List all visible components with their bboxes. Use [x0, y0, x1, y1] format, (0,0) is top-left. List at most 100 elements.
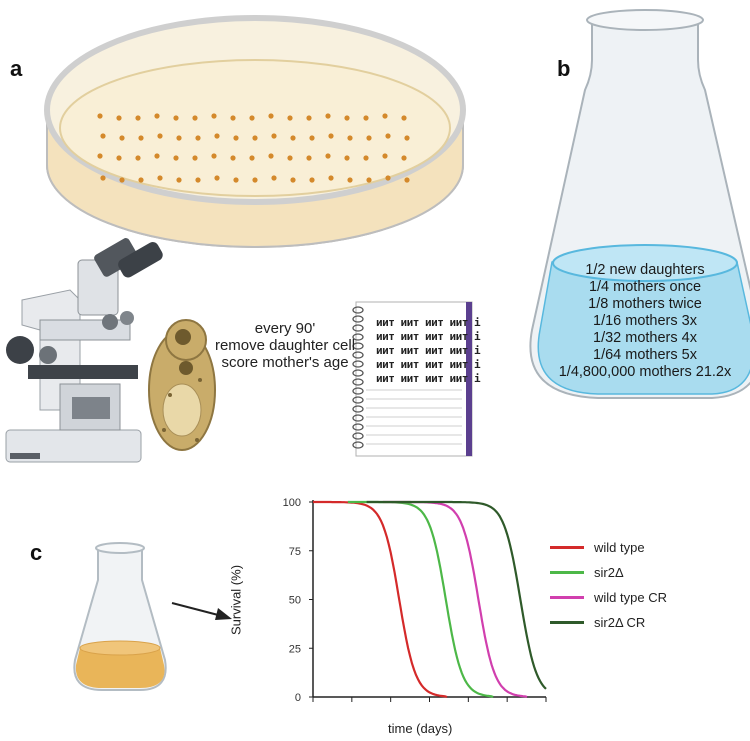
colony-dot [385, 133, 391, 139]
legend-item: wild type CR [550, 587, 667, 607]
colony-dot [363, 115, 369, 121]
colony-dot [347, 177, 353, 183]
colony-dot [233, 135, 239, 141]
fraction-line: 1/16 mothers 3x [593, 313, 697, 329]
colony-dot [119, 177, 125, 183]
y-tick-label: 75 [289, 546, 301, 558]
panel-c-label: c [30, 540, 43, 565]
legend-label: sir2Δ [594, 564, 624, 580]
tally-row: иит иит иит иит i [376, 330, 481, 343]
colony-dot [157, 133, 163, 139]
colony-dot [173, 115, 179, 121]
colony-dot [290, 135, 296, 141]
colony-dot [116, 115, 122, 121]
panel-b-label: b [557, 56, 571, 81]
colony-dot [325, 113, 331, 119]
colony-dot [138, 135, 144, 141]
flask-c-icon [73, 542, 167, 691]
colony-dot [233, 177, 239, 183]
legend-swatch [550, 570, 584, 574]
y-tick-label: 100 [283, 497, 301, 509]
colony-dot [100, 133, 106, 139]
colony-dot [366, 135, 372, 141]
colony-dot [366, 177, 372, 183]
procedure-line-3: score mother's age [221, 354, 349, 371]
colony-dot [328, 133, 334, 139]
colony-dot [382, 113, 388, 119]
colony-dot [287, 155, 293, 161]
colony-dot [252, 135, 258, 141]
colony-dot [290, 177, 296, 183]
colony-dot [192, 155, 198, 161]
legend-item: sir2Δ [550, 562, 624, 582]
colony-dot [268, 113, 274, 119]
colony-dot [268, 153, 274, 159]
legend-label: wild type CR [594, 589, 667, 605]
colony-dot [135, 115, 141, 121]
colony-dot [347, 135, 353, 141]
colony-dot [97, 113, 103, 119]
tally-row: иит иит иит иит i [376, 316, 481, 329]
colony-dot [309, 177, 315, 183]
colony-dot [119, 135, 125, 141]
colony-dot [328, 175, 334, 181]
fraction-line: 1/4 mothers once [588, 279, 702, 295]
colony-dot [249, 155, 255, 161]
colony-dot [404, 177, 410, 183]
legend-label: sir2Δ CR [594, 614, 646, 630]
petri-dish-icon [44, 15, 466, 248]
colony-dot [176, 177, 182, 183]
colony-dot [309, 135, 315, 141]
legend-swatch [550, 595, 584, 599]
colony-dot [306, 155, 312, 161]
microscope-icon [5, 238, 163, 463]
fraction-line: 1/8 mothers twice [588, 296, 702, 312]
x-axis-title: time (days) [388, 721, 453, 736]
colony-dot [230, 115, 236, 121]
colony-dot [344, 155, 350, 161]
colony-dot [382, 153, 388, 159]
colony-dot [100, 175, 106, 181]
colony-dot [401, 155, 407, 161]
procedure-line-2: remove daughter cell [214, 337, 356, 354]
fraction-line: 1/32 mothers 4x [593, 330, 697, 346]
y-axis-title: Survival (%) [228, 564, 244, 636]
panel-a-label: a [10, 56, 23, 81]
legend-label: wild type [594, 539, 645, 555]
legend-item: wild type [550, 537, 645, 557]
colony-dot [287, 115, 293, 121]
colony-dot [325, 153, 331, 159]
colony-dot [404, 135, 410, 141]
colony-dot [214, 175, 220, 181]
yeast-cell-icon [148, 319, 216, 451]
colony-dot [116, 155, 122, 161]
colony-dot [157, 175, 163, 181]
colony-dot [154, 153, 160, 159]
colony-dot [344, 115, 350, 121]
colony-dot [195, 177, 201, 183]
fraction-line: 1/64 mothers 5x [593, 347, 697, 363]
colony-dot [176, 135, 182, 141]
procedure-text: every 90' remove daughter cell score mot… [200, 320, 370, 371]
legend-swatch [550, 545, 584, 549]
colony-dot [230, 155, 236, 161]
fraction-line: 1/4,800,000 mothers 21.2x [558, 364, 732, 380]
series-line-1 [347, 500, 494, 699]
colony-dot [97, 153, 103, 159]
y-tick-label: 25 [289, 643, 301, 655]
colony-dot [154, 113, 160, 119]
colony-dot [306, 115, 312, 121]
colony-dot [173, 155, 179, 161]
colony-dot [385, 175, 391, 181]
notebook-icon [352, 301, 473, 457]
colony-dot [271, 175, 277, 181]
flask-b-icon [529, 9, 750, 399]
series-line-0 [313, 500, 448, 699]
colony-dot [271, 133, 277, 139]
colony-dot [192, 115, 198, 121]
arrow-icon [171, 602, 232, 620]
colony-dot [252, 177, 258, 183]
colony-dot [214, 133, 220, 139]
colony-dot [363, 155, 369, 161]
